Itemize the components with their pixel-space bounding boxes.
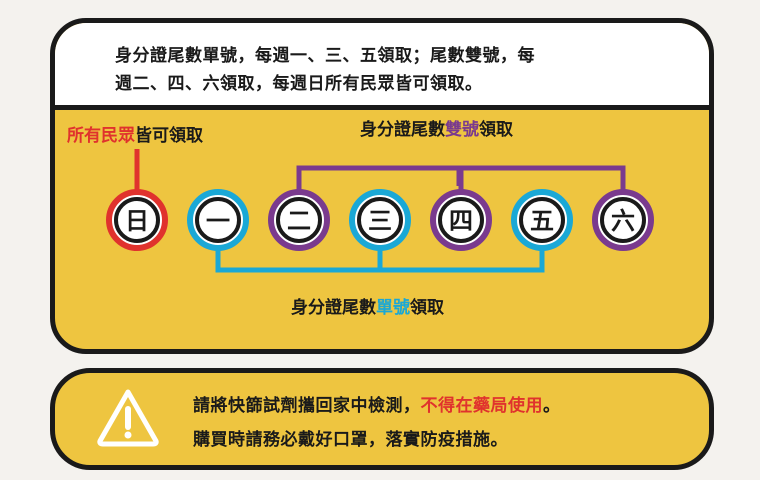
weekday-diagram: 所有民眾皆可領取 身分證尾數雙號領取 身分證尾數單號領取 日一二三四五六 — [67, 119, 654, 318]
warning-line-2: 購買時請務必戴好口罩，落實防疫措施。 — [193, 430, 508, 450]
rules-line-2: 週二、四、六領取，每週日所有民眾皆可領取。 — [115, 74, 483, 94]
even-bracket-path — [296, 165, 626, 192]
even-days-bracket — [296, 165, 626, 192]
even-label-suffix: 領取 — [479, 119, 513, 140]
day-circle-inner-ring — [276, 197, 322, 243]
warning-line-1-a: 請將快篩試劑攜回家中檢測， — [193, 396, 421, 416]
all-people-label-rest: 皆可領取 — [135, 125, 203, 146]
day-circle-inner-ring — [600, 197, 646, 243]
all-people-label-colored: 所有民眾 — [67, 125, 135, 146]
day-label: 六 — [611, 207, 635, 235]
even-label-colored: 雙號 — [445, 119, 479, 140]
day-circle-inner-ring — [114, 197, 160, 243]
warning-triangle-icon — [97, 389, 159, 447]
odd-days-bracket — [215, 248, 545, 273]
day-circle-inner-ring — [357, 197, 403, 243]
day-label: 一 — [206, 207, 230, 235]
rules-text-box: 身分證尾數單號，每週一、三、五領取；尾數雙號，每 週二、四、六領取，每週日所有民… — [55, 23, 709, 110]
warning-panel: 請將快篩試劑攜回家中檢測，不得在藥局使用。 購買時請務必戴好口罩，落實防疫措施。 — [50, 368, 714, 470]
day-label: 三 — [368, 207, 392, 235]
even-number-label: 身分證尾數雙號領取 — [360, 119, 513, 140]
weekday-circles: 日一二三四五六 — [106, 189, 654, 251]
day-circle-0: 日 — [106, 189, 168, 251]
odd-label-suffix: 領取 — [410, 297, 444, 318]
odd-label-colored: 單號 — [376, 298, 410, 318]
odd-number-label: 身分證尾數單號領取 — [291, 297, 444, 318]
odd-bracket-path — [215, 248, 545, 273]
day-circle-inner-ring — [195, 197, 241, 243]
day-label: 二 — [287, 207, 311, 235]
day-label: 四 — [449, 207, 473, 235]
day-circle-1: 一 — [187, 189, 249, 251]
rules-line-1: 身分證尾數單號，每週一、三、五領取；尾數雙號，每 — [115, 46, 535, 66]
odd-label-prefix: 身分證尾數 — [291, 297, 376, 318]
day-circle-inner-ring — [519, 197, 565, 243]
warning-line-1-c: 。 — [543, 396, 561, 416]
distribution-rules-panel: 身分證尾數單號，每週一、三、五領取；尾數雙號，每 週二、四、六領取，每週日所有民… — [50, 18, 714, 354]
warning-line-1-highlight: 不得在藥局使用 — [420, 396, 543, 416]
day-label: 日 — [125, 207, 149, 235]
all-people-label: 所有民眾皆可領取 — [67, 125, 203, 146]
day-circle-5: 五 — [511, 189, 573, 251]
warning-line-1: 請將快篩試劑攜回家中檢測，不得在藥局使用。 — [193, 391, 561, 416]
day-circle-3: 三 — [349, 189, 411, 251]
even-label-prefix: 身分證尾數 — [360, 119, 445, 140]
day-label: 五 — [530, 207, 554, 235]
day-circle-4: 四 — [430, 189, 492, 251]
day-circle-2: 二 — [268, 189, 330, 251]
day-circle-6: 六 — [592, 189, 654, 251]
day-circle-inner-ring — [438, 197, 484, 243]
